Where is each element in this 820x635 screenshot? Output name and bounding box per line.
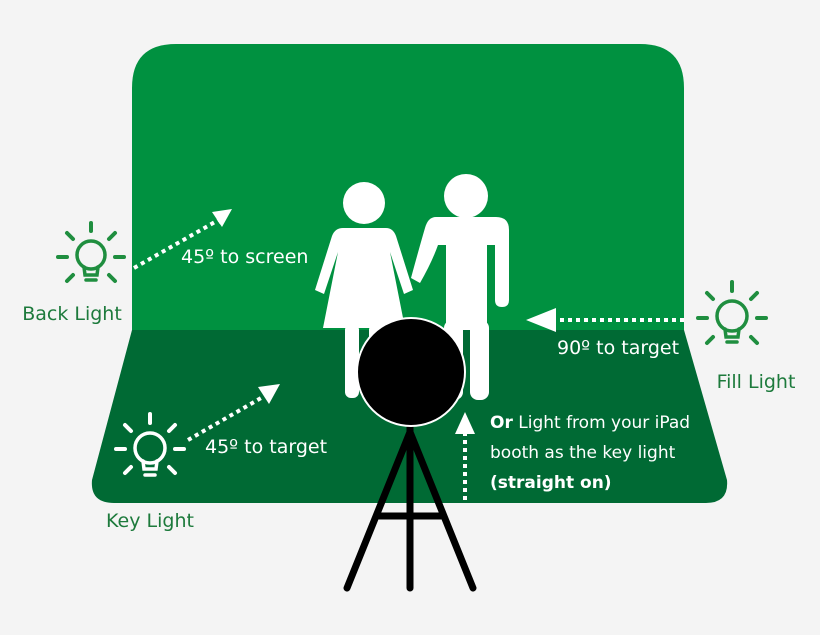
ipad-note-line1-text: Light from your iPad xyxy=(513,413,690,433)
key-light-bulb-icon xyxy=(114,412,186,477)
key-angle-annotation: 45º to target xyxy=(205,436,327,458)
key-light-label: Key Light xyxy=(106,510,194,532)
ipad-note-line1: Or Light from your iPad xyxy=(490,413,690,433)
back-light-label: Back Light xyxy=(22,303,122,325)
fill-light-label: Fill Light xyxy=(717,371,796,393)
back-light-bulb-icon xyxy=(56,221,126,283)
camera-on-tripod-icon xyxy=(343,317,477,592)
back-angle-annotation: 45º to screen xyxy=(181,246,308,268)
green-screen-backdrop xyxy=(132,44,684,330)
ipad-note-line3: (straight on) xyxy=(490,473,612,493)
ipad-note-line2: booth as the key light xyxy=(490,443,676,463)
ipad-note-or: Or xyxy=(490,413,513,433)
fill-angle-annotation: 90º to target xyxy=(557,337,679,359)
back-light-arrow xyxy=(133,215,227,270)
fill-light-bulb-icon xyxy=(696,280,768,345)
